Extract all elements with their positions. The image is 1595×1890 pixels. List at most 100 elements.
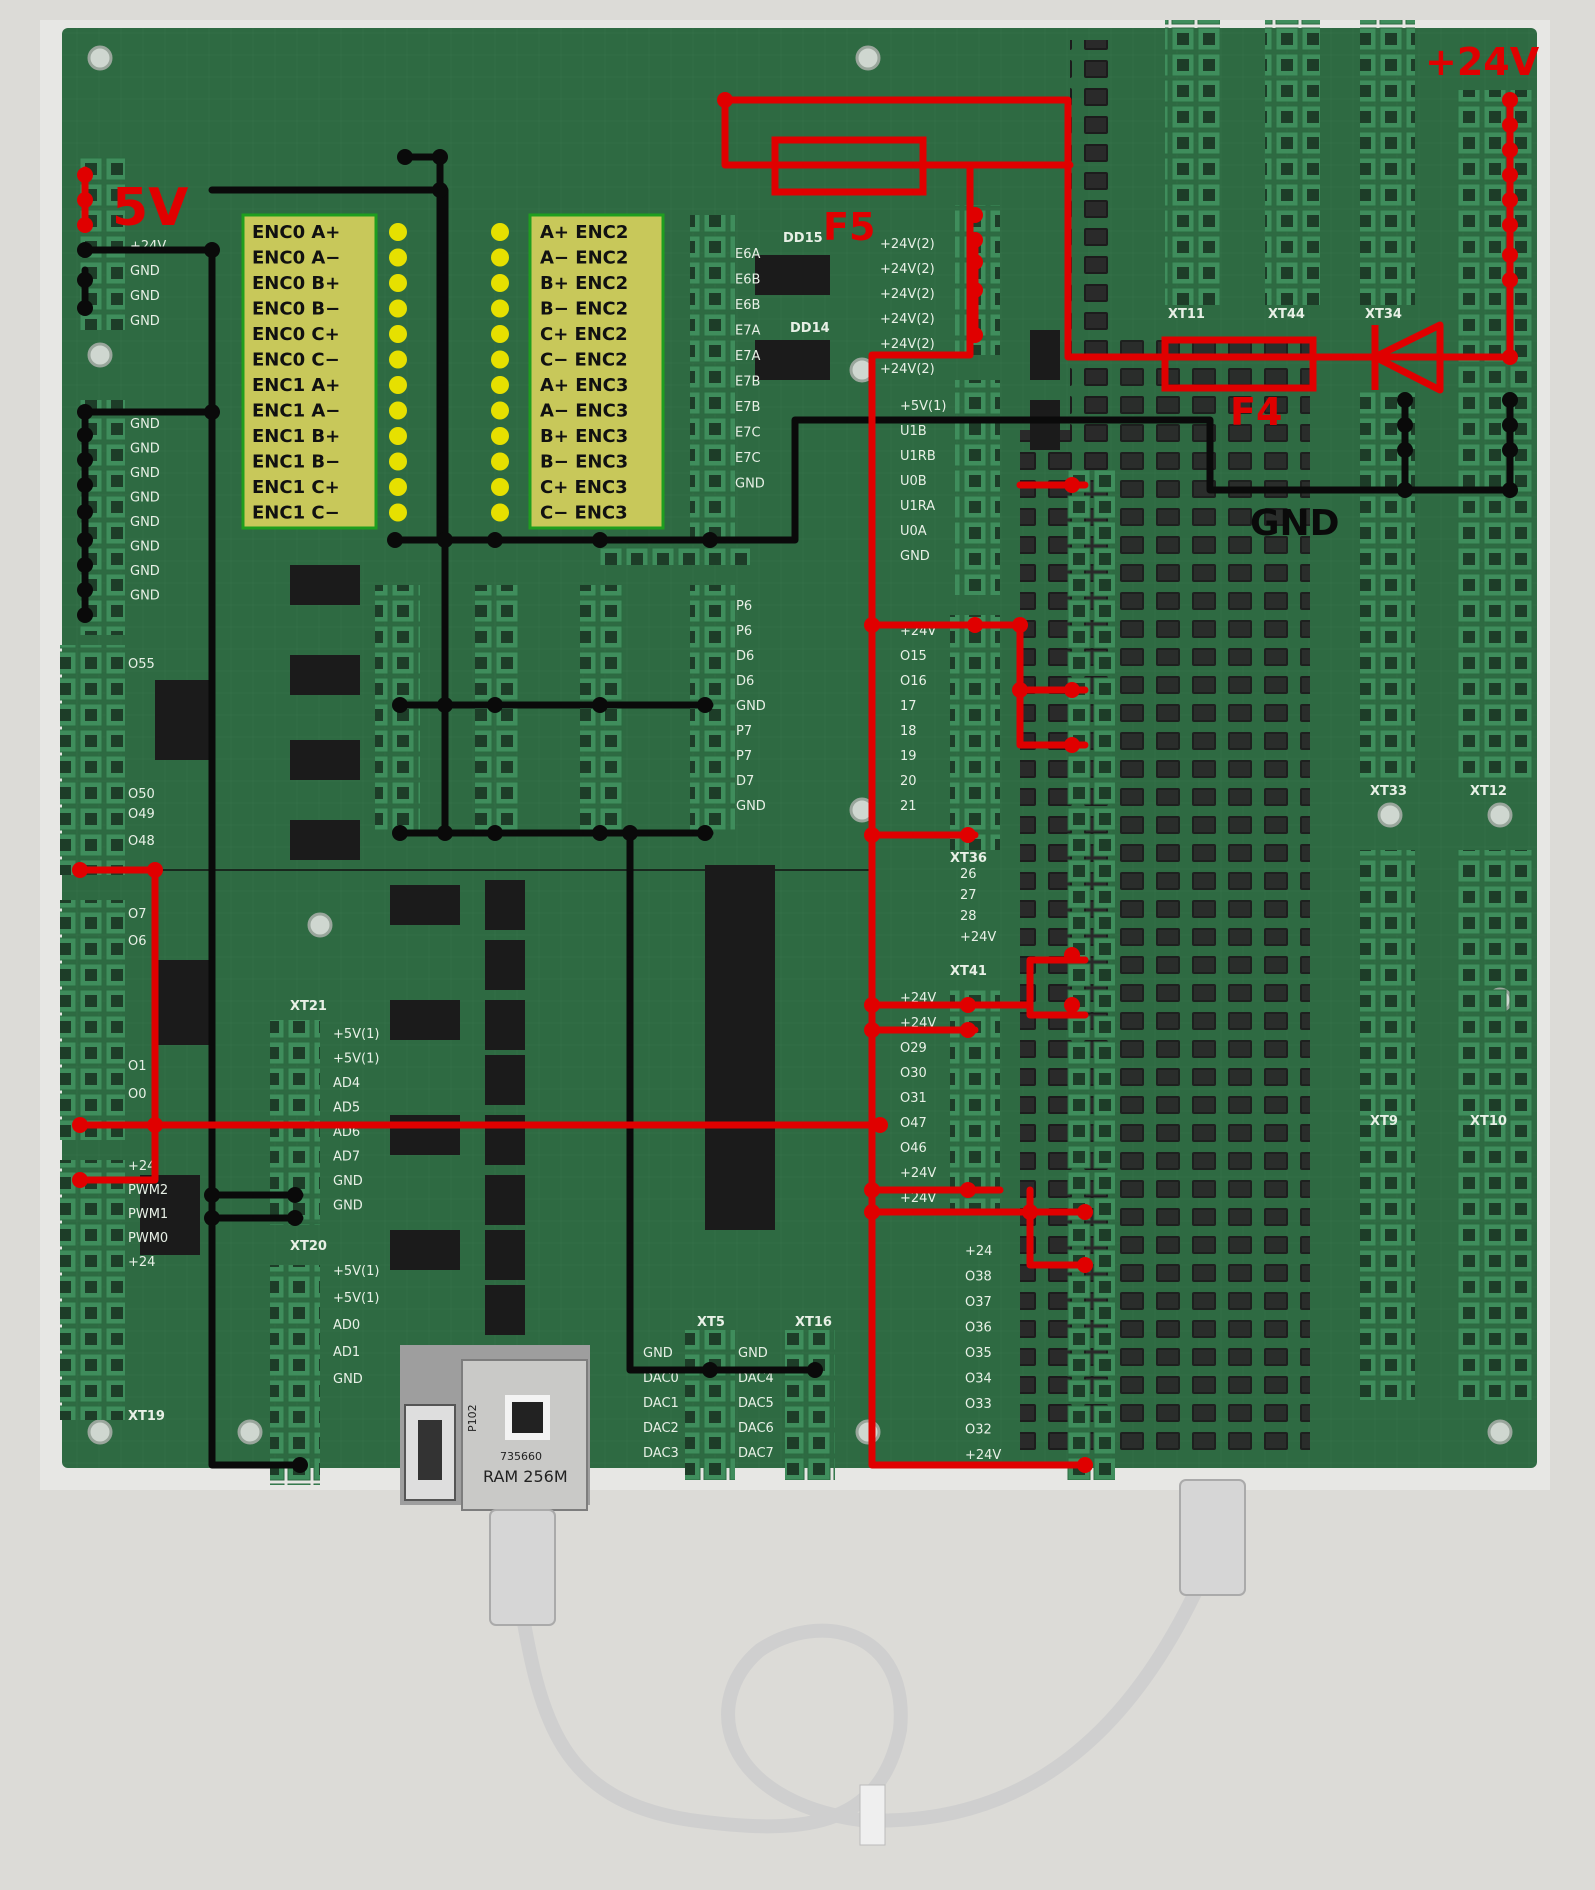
- pin-label: E6B: [735, 298, 760, 313]
- pin-dot: [389, 248, 407, 267]
- pin-label: GND: [333, 1174, 363, 1189]
- pin-label: D6: [736, 674, 754, 689]
- pin-label: PWM0: [128, 1231, 168, 1246]
- pin-label: P6: [736, 599, 752, 614]
- pin-label: DAC0: [643, 1371, 679, 1386]
- pin-label: AD0: [333, 1318, 360, 1333]
- pin-label: O29: [900, 1041, 927, 1056]
- encoder-label: ENC1 A+: [252, 375, 340, 396]
- pin-label: O0: [128, 1087, 147, 1102]
- pin-label: P7: [736, 724, 752, 739]
- pin-label: +24V(2): [880, 362, 935, 377]
- pin-label: 20: [900, 774, 917, 789]
- encoder-label: ENC0 C−: [252, 350, 340, 371]
- pin-label: O1: [128, 1059, 147, 1074]
- pin-label: 21: [900, 799, 917, 814]
- connector-label: XT36: [950, 851, 987, 866]
- pin-label: O35: [965, 1346, 992, 1361]
- pin-dot: [389, 478, 407, 496]
- pin-dot: [389, 299, 407, 318]
- pin-dot: [491, 478, 509, 496]
- pin-label: U0B: [900, 474, 927, 489]
- pin-dot: [491, 401, 509, 420]
- pin-label: GND: [736, 799, 766, 814]
- pin-label: PWM1: [128, 1207, 168, 1222]
- connector-label: XT16: [795, 1315, 832, 1330]
- pin-dot: [491, 376, 509, 394]
- pin-dot: [491, 299, 509, 318]
- gnd-wiring: [81, 153, 1514, 1469]
- pin-label: +24V: [965, 1448, 1001, 1463]
- pin-label: +24V(2): [880, 237, 935, 252]
- pin-label: O34: [965, 1372, 992, 1387]
- pin-label: DAC5: [738, 1396, 774, 1411]
- pin-label: +24: [128, 1159, 155, 1174]
- pin-label: U1RB: [900, 449, 936, 464]
- pin-label: U1B: [900, 424, 927, 439]
- pin-label: U0A: [900, 524, 927, 539]
- encoder-label: A− ENC2: [540, 248, 628, 269]
- pin-label: GND: [735, 477, 765, 492]
- pin-label: P6: [736, 624, 752, 639]
- pin-label: E7C: [735, 426, 761, 441]
- encoder-label: A+ ENC3: [540, 375, 628, 396]
- pin-label: E6A: [735, 247, 760, 262]
- pin-label: O33: [965, 1397, 992, 1412]
- connector-label: XT5: [697, 1315, 725, 1330]
- label-f5: F5: [823, 205, 875, 249]
- pin-label: E7A: [735, 349, 760, 364]
- pin-label: 19: [900, 749, 917, 764]
- pin-label: GND: [130, 564, 160, 579]
- fuse-f4: [1161, 336, 1317, 392]
- pin-label: GND: [130, 442, 160, 457]
- pin-label: D7: [736, 774, 754, 789]
- encoder-label-right: [528, 213, 665, 530]
- pin-label: 26: [960, 867, 977, 882]
- pin-label: P7: [736, 749, 752, 764]
- pin-label: +24V: [900, 1191, 936, 1206]
- connector-label: XT12: [1470, 784, 1507, 799]
- pin-label: O31: [900, 1091, 927, 1106]
- pin-label: +24V(2): [880, 262, 935, 277]
- pin-label: E7C: [735, 451, 761, 466]
- pin-label: +24V: [900, 1166, 936, 1181]
- pin-label: AD7: [333, 1150, 360, 1165]
- chip-label: DD15: [783, 231, 823, 246]
- pin-label: O47: [900, 1116, 927, 1131]
- encoder-label: B− ENC3: [540, 452, 628, 473]
- encoder-label: B− ENC2: [540, 299, 628, 320]
- connector-label: XT33: [1370, 784, 1407, 799]
- pin-label: 27: [960, 888, 977, 903]
- pin-label: O15: [900, 649, 927, 664]
- pin-label: GND: [333, 1372, 363, 1387]
- pin-label: +24: [128, 1255, 155, 1270]
- pin-label: O30: [900, 1066, 927, 1081]
- pin-label: 18: [900, 724, 917, 739]
- pin-label: GND: [900, 549, 930, 564]
- pin-dot: [491, 274, 509, 292]
- pin-label: O55: [128, 657, 155, 672]
- pin-label: E7B: [735, 375, 760, 390]
- encoder-label: C− ENC2: [540, 350, 628, 371]
- pin-label: AD5: [333, 1101, 360, 1116]
- pin-dot: [389, 223, 407, 241]
- pin-label: +24: [965, 1244, 992, 1259]
- encoder-label: ENC1 C+: [252, 477, 340, 498]
- connector-label: XT9: [1370, 1114, 1398, 1129]
- pin-label: GND: [130, 417, 160, 432]
- pin-label: O36: [965, 1321, 992, 1336]
- connector-label: XT44: [1268, 307, 1305, 322]
- encoder-label: C− ENC3: [540, 503, 628, 524]
- pin-dot: [491, 452, 509, 471]
- connector-label: XT10: [1470, 1114, 1507, 1129]
- pin-label: O50: [128, 787, 155, 802]
- chip-label: DD14: [790, 321, 830, 336]
- ram-serial: 735660: [500, 1450, 542, 1463]
- pin-label: O48: [128, 834, 155, 849]
- gnd-nodes: [77, 149, 1518, 1473]
- pin-label: +24V(2): [880, 337, 935, 352]
- encoder-label: B+ ENC2: [540, 273, 628, 294]
- pin-label: O38: [965, 1270, 992, 1285]
- pin-label: 17: [900, 699, 917, 714]
